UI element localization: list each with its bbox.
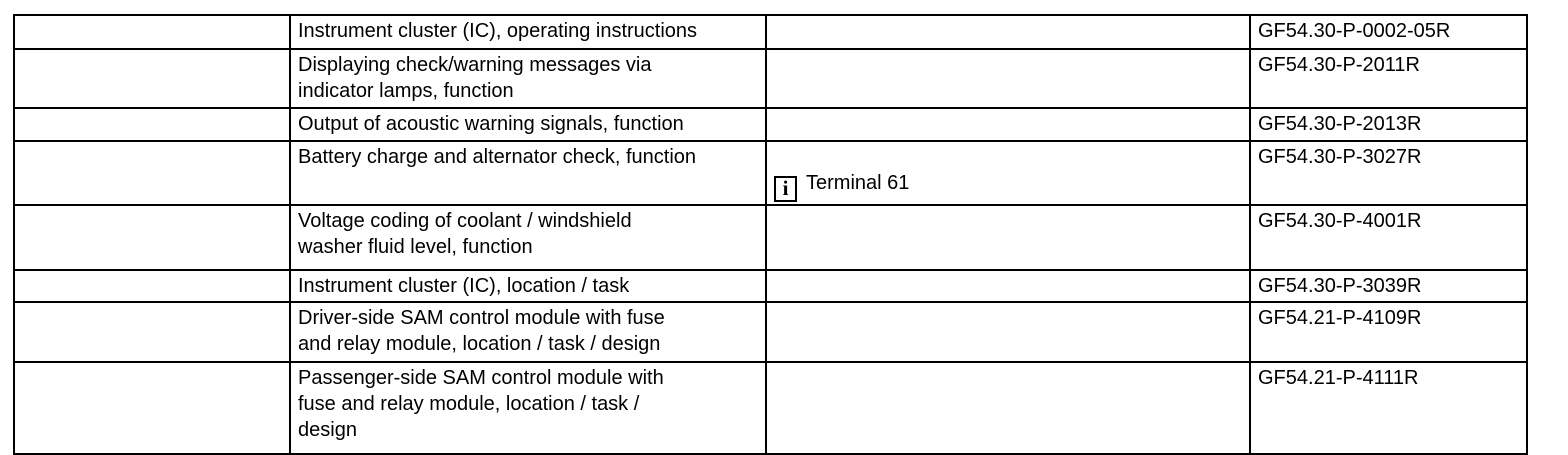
description-cell: Voltage coding of coolant / windshield w… [289,203,767,271]
document-code-cell[interactable]: GF54.30-P-3039R [1249,268,1528,303]
row-spacer-cell [13,203,291,271]
table-row: Displaying check/warning messages via in… [13,48,1528,109]
row-spacer-cell [13,140,291,206]
note-text: Terminal 61 [806,172,910,194]
description-cell: Instrument cluster (IC), operating instr… [289,14,767,50]
document-code-cell[interactable]: GF54.30-P-0002-05R [1249,14,1528,50]
table-row: Voltage coding of coolant / windshield w… [13,203,1528,271]
note-cell [765,360,1251,455]
description-cell: Output of acoustic warning signals, func… [289,107,767,142]
table-row: Output of acoustic warning signals, func… [13,107,1528,142]
table-row: Instrument cluster (IC), operating instr… [13,14,1528,50]
description-cell: Displaying check/warning messages via in… [289,48,767,109]
row-spacer-cell [13,14,291,50]
table-row: Battery charge and alternator check, fun… [13,140,1528,206]
document-code-cell[interactable]: GF54.21-P-4109R [1249,300,1528,363]
row-spacer-cell [13,48,291,109]
note-cell [765,268,1251,303]
note-cell: i Terminal 61 [765,140,1251,206]
note-cell [765,48,1251,109]
note-cell [765,203,1251,271]
table-row: Instrument cluster (IC), location / task… [13,268,1528,303]
description-cell: Driver-side SAM control module with fuse… [289,300,767,363]
document-code-cell[interactable]: GF54.30-P-3027R [1249,140,1528,206]
note-cell [765,107,1251,142]
note-cell [765,300,1251,363]
row-spacer-cell [13,268,291,303]
document-code-cell[interactable]: GF54.30-P-4001R [1249,203,1528,271]
row-spacer-cell [13,300,291,363]
document-code-cell[interactable]: GF54.30-P-2013R [1249,107,1528,142]
row-spacer-cell [13,360,291,455]
document-reference-table: Instrument cluster (IC), operating instr… [13,14,1528,455]
description-cell: Battery charge and alternator check, fun… [289,140,767,206]
table-row: Driver-side SAM control module with fuse… [13,300,1528,363]
table-row: Passenger-side SAM control module with f… [13,360,1528,455]
info-icon: i [774,175,797,202]
description-cell: Instrument cluster (IC), location / task [289,268,767,303]
document-code-cell[interactable]: GF54.21-P-4111R [1249,360,1528,455]
description-cell: Passenger-side SAM control module with f… [289,360,767,455]
document-code-cell[interactable]: GF54.30-P-2011R [1249,48,1528,109]
note-cell [765,14,1251,50]
row-spacer-cell [13,107,291,142]
